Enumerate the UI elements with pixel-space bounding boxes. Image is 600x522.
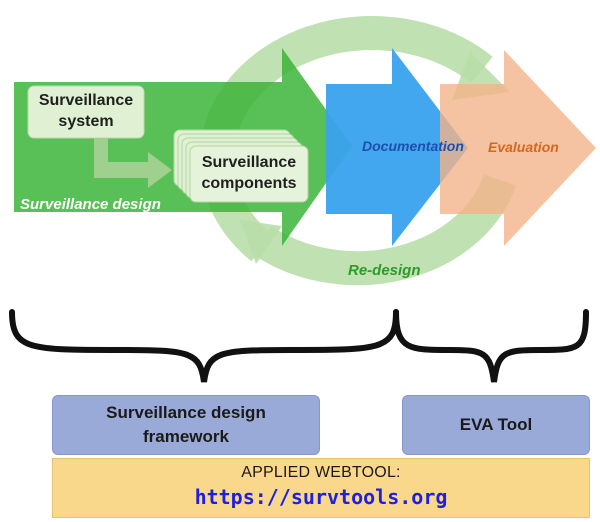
components-stack — [173, 129, 309, 203]
surveillance-system-box — [27, 85, 145, 139]
surveillance-system-label: Surveillance system — [38, 92, 134, 130]
redesign-label: Re-design — [348, 262, 421, 279]
evaluation-label: Evaluation — [488, 139, 559, 155]
webtool-title: APPLIED WEBTOOL: — [241, 464, 401, 481]
surveillance-design-framework-panel: Surveillance design framework — [52, 395, 320, 455]
brace-right — [393, 309, 589, 383]
surveillance-components-label: Surveillance components — [201, 154, 297, 192]
connector-arrow — [94, 138, 172, 188]
framework-label: Surveillance design framework — [106, 403, 266, 446]
brace-left — [9, 309, 399, 383]
evaluation-arrow — [440, 50, 596, 246]
webtool-url-link[interactable]: https://survtools.org — [194, 485, 448, 509]
documentation-arrow — [326, 48, 468, 246]
applied-webtool-banner: APPLIED WEBTOOL: https://survtools.org — [52, 458, 590, 518]
eva-tool-panel: EVA Tool — [402, 395, 590, 455]
surveillance-design-label: Surveillance design — [20, 196, 161, 213]
documentation-label: Documentation — [362, 138, 464, 154]
eva-tool-label: EVA Tool — [459, 415, 533, 434]
